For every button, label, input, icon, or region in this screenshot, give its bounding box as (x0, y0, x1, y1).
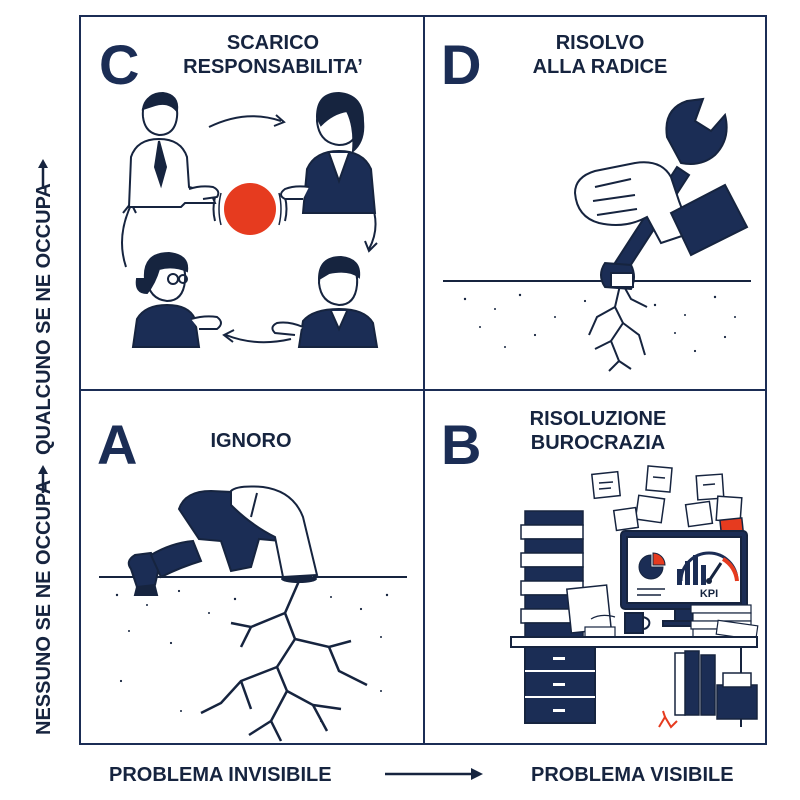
y-axis-label-top: QUALCUNO SE NE OCCUPA (33, 183, 55, 455)
quadrant-b: B RISOLUZIONE BUROCRAZIA (425, 391, 767, 745)
quadrant-d: D RISOLVO ALLA RADICE (425, 17, 767, 389)
y-axis-label-bottom: NESSUNO SE NE OCCUPA (33, 480, 55, 735)
kpi-gauge-label: KPI (700, 588, 718, 600)
root-crack-icon (589, 281, 647, 371)
quadrant-grid: C SCARICO RESPONSABILITA’ (79, 15, 767, 745)
y-axis: NESSUNO SE NE OCCUPA QUALCUNO SE NE OCCU… (8, 15, 68, 745)
red-ball-icon (214, 183, 287, 235)
binder-stack-icon (521, 511, 611, 637)
person-man-tie-icon (129, 93, 218, 207)
x-axis: PROBLEMA INVISIBILE PROBLEMA VISIBILE (79, 755, 767, 795)
person-woman-blazer-icon (281, 93, 375, 213)
x-axis-label-right: PROBLEMA VISIBILE (531, 764, 734, 786)
coffee-mug-icon (625, 613, 649, 633)
person-woman-glasses-icon (133, 253, 221, 347)
x-axis-label-left: PROBLEMA INVISIBILE (109, 764, 332, 786)
person-man-suit-icon (272, 257, 377, 347)
quadrant-a: A IGNORO (81, 391, 423, 745)
hand-grip-icon (575, 162, 747, 255)
ground-surface (99, 575, 407, 722)
x-axis-arrow (385, 768, 483, 780)
quadrant-c: C SCARICO RESPONSABILITA’ (81, 17, 423, 389)
ground-crack-icon (201, 581, 367, 741)
binders-box-icon (675, 651, 757, 719)
